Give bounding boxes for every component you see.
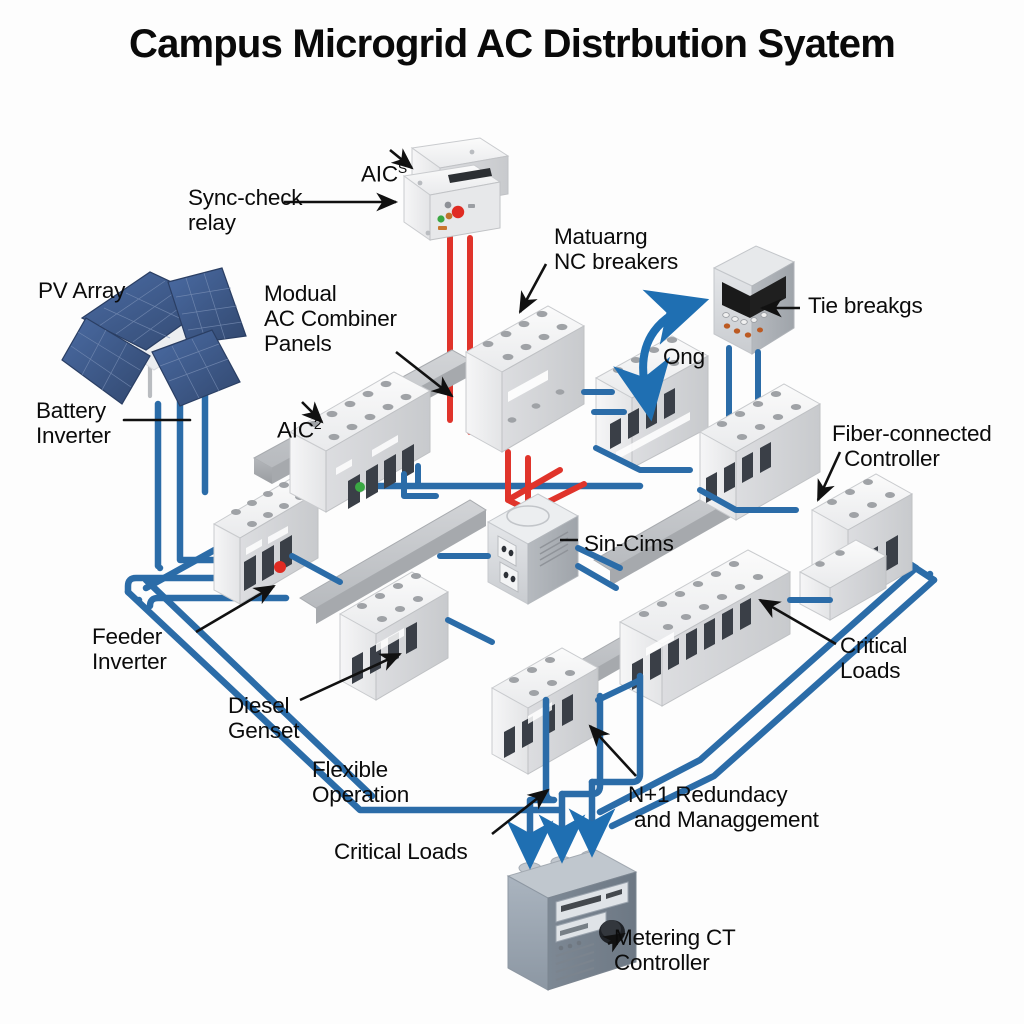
arrow-icon: [613, 289, 710, 422]
label-critical-loads-right: Critical Loads: [840, 633, 908, 684]
label-diesel-genset: Diesel Genset: [228, 693, 300, 744]
label-modual-ac-combiner-panels: Modual AC Combiner Panels: [264, 281, 397, 357]
relay-icon: [402, 137, 510, 241]
circuit-breaker-icon: [798, 539, 888, 621]
label-battery-inverter: Battery Inverter: [36, 398, 111, 449]
circuit-breaker-icon: [464, 305, 586, 453]
wire-interconnects: [289, 389, 833, 703]
label-ong: Ong: [663, 344, 705, 369]
solar-panel-icon: [61, 267, 247, 407]
label-flexible-operation: Flexible Operation: [312, 757, 410, 808]
circuit-breaker-icon: [212, 477, 320, 605]
circuit-breaker-icon: [288, 371, 432, 513]
label-sin-cims: Sin-Cims: [584, 531, 674, 556]
wire-meter-drops: [506, 672, 644, 870]
label-fiber-connected-controller: Fiber-connected Controller: [832, 421, 992, 472]
circuit-breaker-icon: [698, 383, 822, 521]
label-tie-breakgs: Tie breakgs: [808, 293, 923, 318]
label-matuarng-nc-breakers: Matuarng NC breakers: [554, 224, 679, 275]
label-feeder-inverter: Feeder Inverter: [92, 624, 167, 675]
label-pv-array: PV Array: [38, 278, 126, 303]
circuit-breaker-icon: [618, 549, 792, 707]
label-aic-2: AIC2: [276, 416, 322, 443]
label-sync-check-relay: Sync-check relay: [188, 185, 303, 236]
label-aic-s: AICS: [360, 160, 408, 187]
label-metering-ct-controller: Metering CT Controller: [614, 925, 736, 976]
leader-lines: [122, 148, 842, 953]
junction-box-icon: [486, 493, 580, 605]
label-n1-redundancy-management: N+1 Redundacy and Managgement: [628, 782, 819, 833]
page-title: Campus Microgrid AC Distrbution Syatem: [129, 22, 896, 66]
label-critical-loads-bottom: Critical Loads: [334, 839, 468, 864]
